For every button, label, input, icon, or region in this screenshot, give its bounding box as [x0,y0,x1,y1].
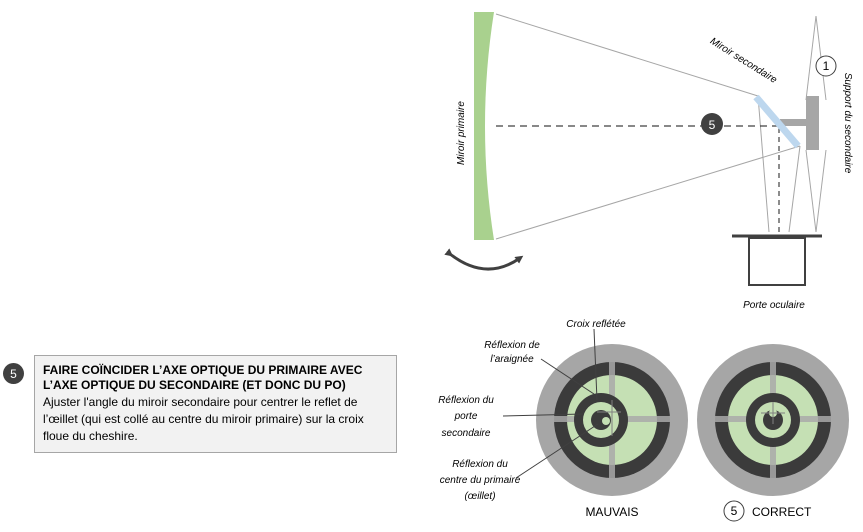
step-number-badge: 5 [3,363,24,384]
marker-1-label: 1 [823,59,830,73]
marker-5 [701,113,723,135]
step-body: Ajuster l'angle du miroir secondaire pou… [43,395,364,443]
primary-mirror [474,12,494,240]
rotate-arrow-icon [444,248,524,271]
spider-reflection-label-2: l’araignée [490,354,534,365]
svg-text:Support du secondaire: Support du secondaire [842,73,853,174]
wrong-label: MAUVAIS [585,505,638,519]
primary-mirror-label: Miroir primaire [456,101,467,165]
leader-center [515,423,599,479]
reflected-cross-label: Croix reflétée [566,319,626,330]
cone-line-top [495,13,759,97]
spider-reflection-label-1: Réflexion de [484,340,540,351]
holder-reflection-label-3: secondaire [442,428,491,439]
eyepiece-holder-label: Porte oculaire [743,300,805,311]
holder-reflection-label-1: Réflexion du [438,395,494,406]
marker-5-label: 5 [709,118,716,132]
center-reflection-label-2: centre du primaire [440,475,521,486]
secondary-support-label: Support du secondaire [842,73,853,174]
secondary-support [806,96,819,150]
secondary-mirror [753,94,801,149]
field-line-3 [805,149,817,233]
step-instructions: FAIRE COÏNCIDER L’AXE OPTIQUE DU PRIMAIR… [34,355,397,453]
center-reflection-label-1: Réflexion du [452,459,508,470]
holder-reflection-label-2: porte [454,411,478,422]
marker-1 [815,55,837,77]
reflected-line-left [757,95,770,233]
reflected-line-right [788,145,801,233]
correct-label: CORRECT [752,505,812,519]
correct-marker-label: 5 [731,504,738,518]
wrong-center-spot [602,417,610,425]
leader-holder [502,413,584,417]
correct-marker [723,500,745,522]
cone-line-bottom [495,145,801,240]
leader-cross [593,328,598,401]
focuser-tube [748,237,806,286]
field-line-1 [805,15,817,101]
wrong-view: Croix reflétée Réflexion de l’araignée R… [438,319,688,519]
correct-view: 5 CORRECT [697,344,849,522]
secondary-stalk [780,119,808,126]
leader-spider [540,358,595,395]
step-title: FAIRE COÏNCIDER L’AXE OPTIQUE DU PRIMAIR… [43,363,363,392]
secondary-mirror-label: Miroir secondaire [708,36,779,86]
field-line-4 [815,149,827,233]
telescope-optics: Miroir primaire Miroir secondaire Suppor… [444,12,853,311]
center-reflection-label-3: (œillet) [464,491,495,502]
